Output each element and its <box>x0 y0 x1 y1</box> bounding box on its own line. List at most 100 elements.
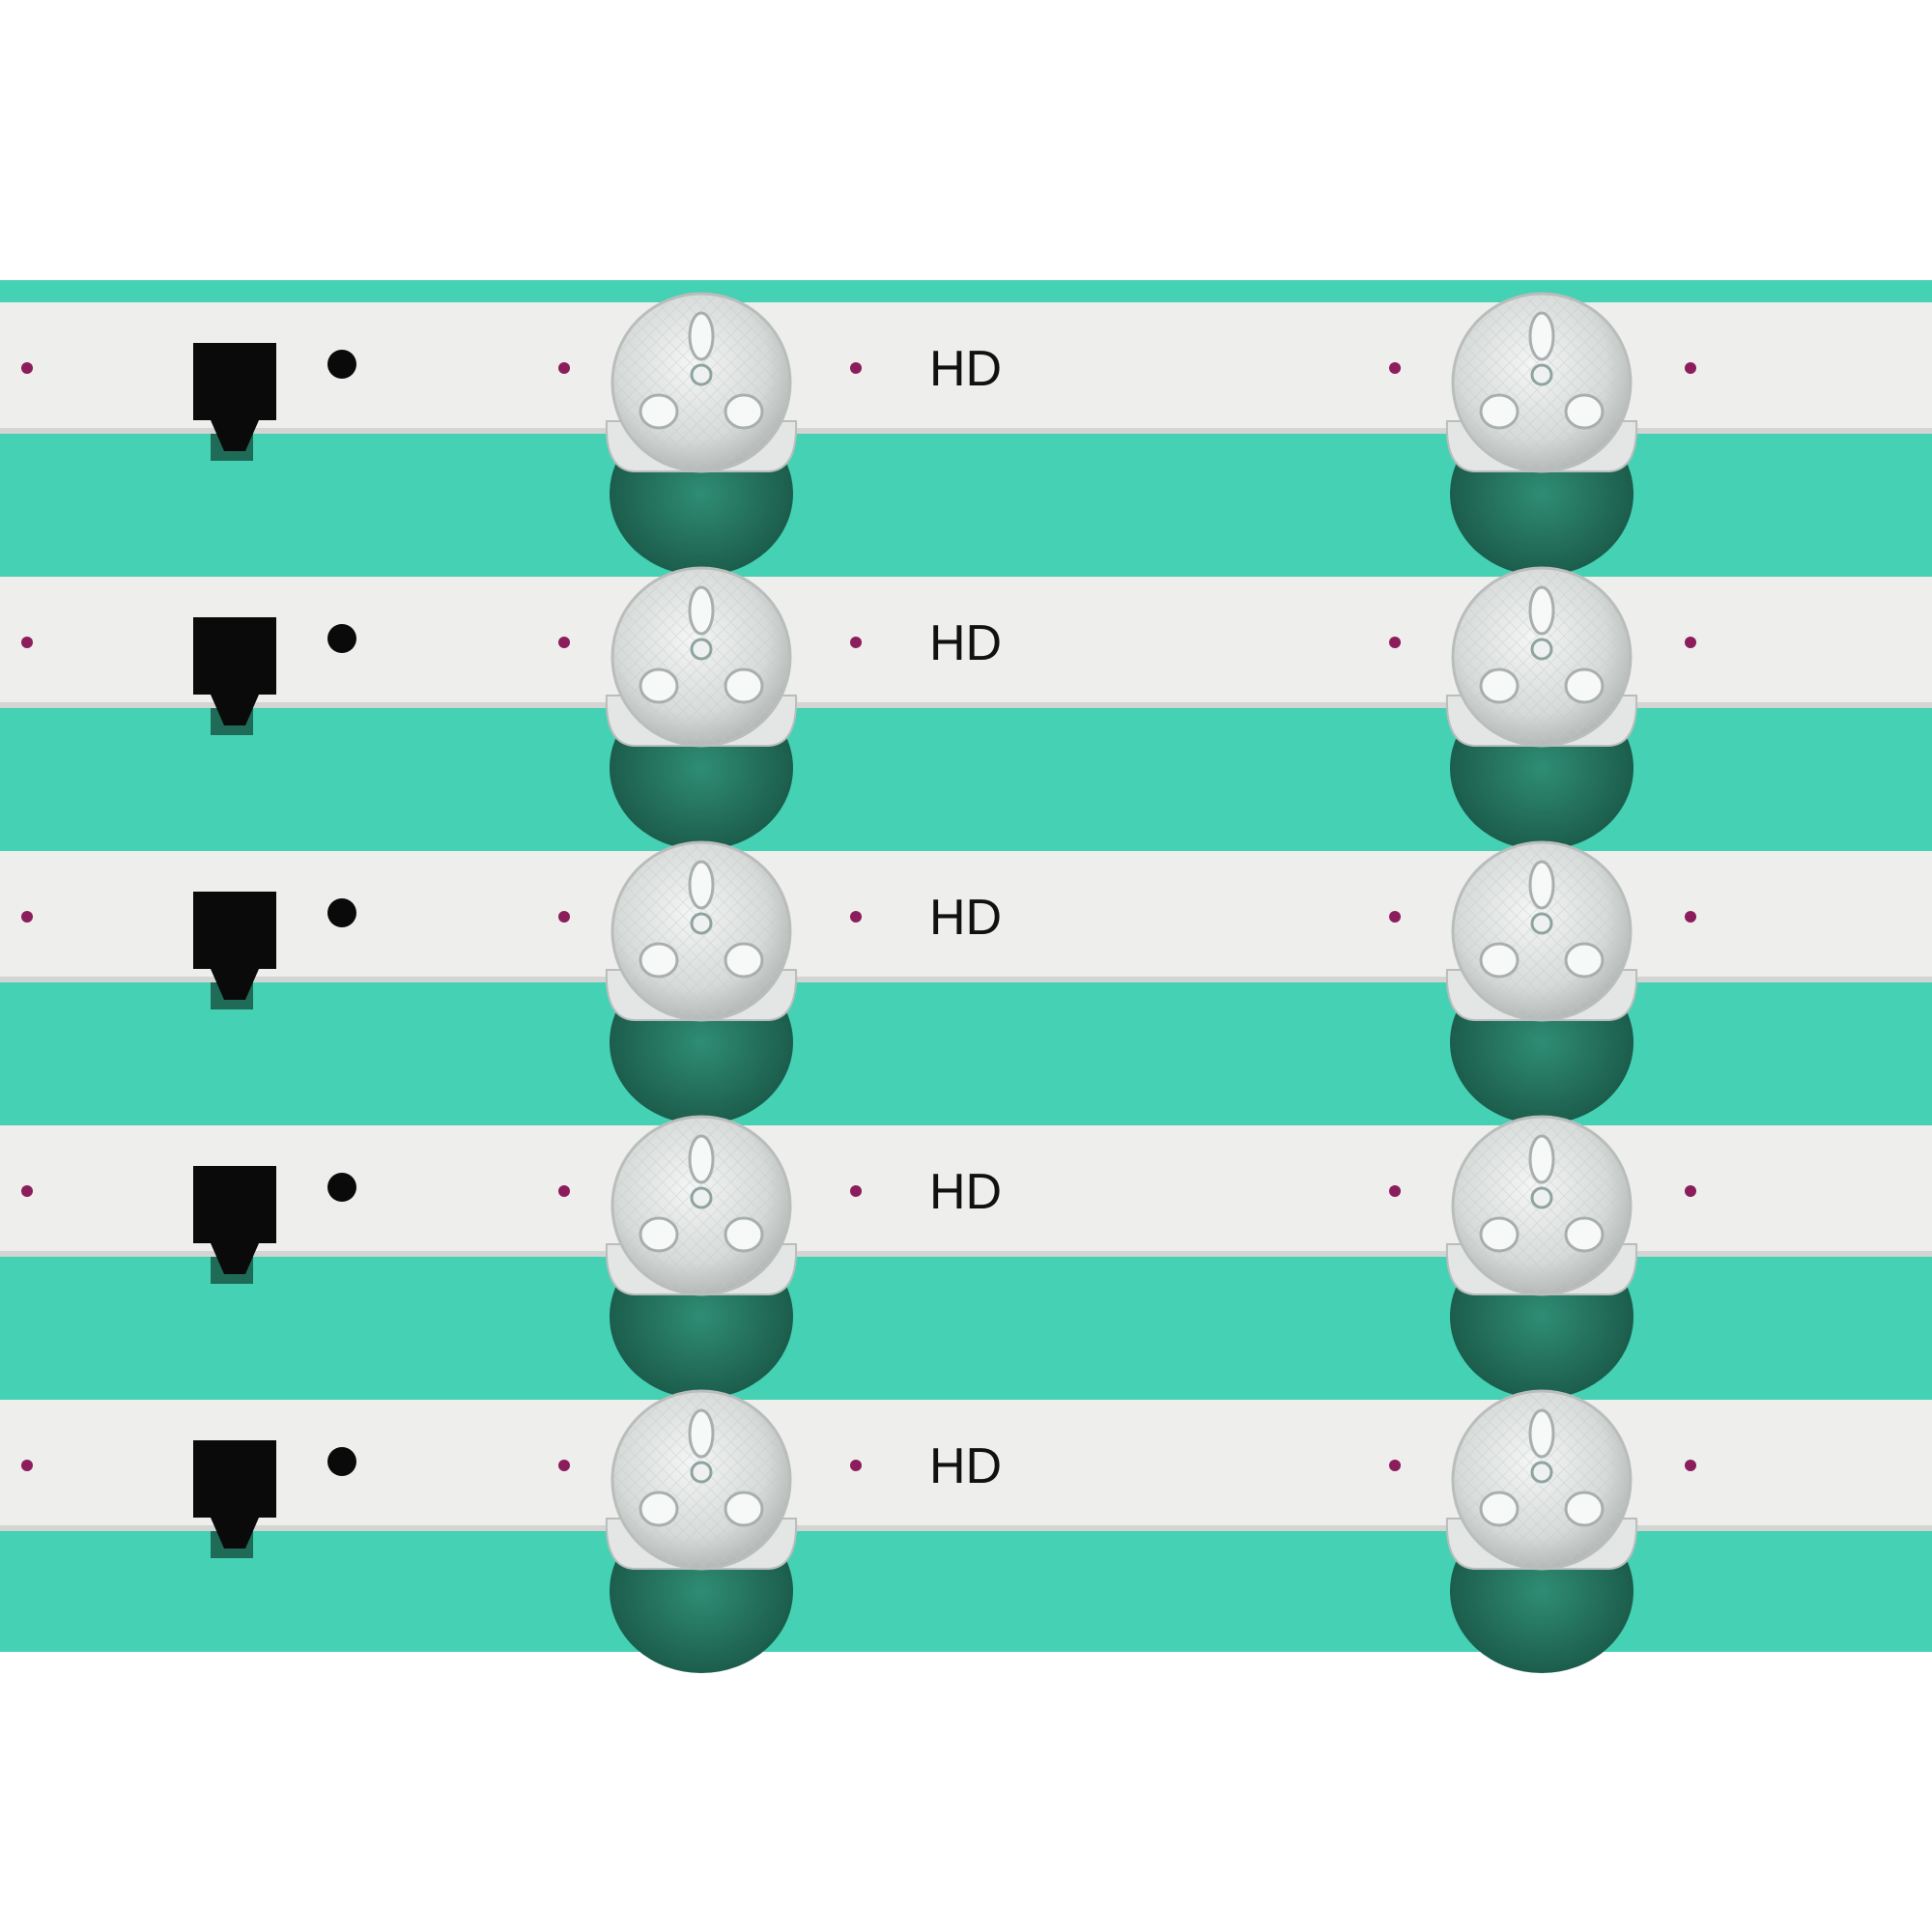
strip-label: HD <box>929 1164 1002 1220</box>
indicator-dot-icon <box>1389 637 1401 648</box>
mounting-hole-icon <box>327 350 356 379</box>
indicator-dot-icon <box>21 637 33 648</box>
lens-lobe <box>1528 860 1555 910</box>
indicator-dot-icon <box>21 1460 33 1471</box>
indicator-dot-icon <box>558 637 570 648</box>
connector-icon <box>193 1166 276 1274</box>
lens-center <box>690 1461 713 1484</box>
lens-lobe <box>688 311 715 361</box>
mounting-hole-icon <box>327 1447 356 1476</box>
mounting-hole-icon <box>327 1173 356 1202</box>
indicator-dot-icon <box>1685 911 1696 923</box>
lens-center <box>690 638 713 661</box>
led-lens-icon <box>1445 1389 1638 1571</box>
indicator-dot-icon <box>1389 362 1401 374</box>
lens-lobe <box>1479 942 1520 979</box>
lens-lobe <box>1528 311 1555 361</box>
lens-lobe <box>639 668 679 704</box>
connector-icon <box>193 343 276 451</box>
lens-lobe <box>1564 942 1605 979</box>
lens-center <box>1530 912 1553 935</box>
mounting-hole-icon <box>327 624 356 653</box>
strip-label: HD <box>929 890 1002 946</box>
indicator-dot-icon <box>1685 362 1696 374</box>
led-strip: HD <box>0 566 1932 850</box>
indicator-dot-icon <box>558 1185 570 1197</box>
indicator-dot-icon <box>1389 1185 1401 1197</box>
indicator-dot-icon <box>850 362 862 374</box>
indicator-dot-icon <box>850 637 862 648</box>
lens-lobe <box>1564 1216 1605 1253</box>
lens-lobe <box>724 942 764 979</box>
led-strip: HD <box>0 1115 1932 1399</box>
lens-center <box>690 363 713 386</box>
indicator-dot-icon <box>850 1460 862 1471</box>
led-strip: HD <box>0 840 1932 1124</box>
led-lens-icon <box>1445 840 1638 1022</box>
indicator-dot-icon <box>1389 911 1401 923</box>
lens-lobe <box>688 585 715 636</box>
lens-lobe <box>688 860 715 910</box>
led-lens-icon <box>605 840 798 1022</box>
lens-lobe <box>1479 1216 1520 1253</box>
lens-lobe <box>688 1134 715 1184</box>
lens-lobe <box>724 393 764 430</box>
indicator-dot-icon <box>1685 1185 1696 1197</box>
indicator-dot-icon <box>558 911 570 923</box>
led-strip: HD <box>0 1389 1932 1673</box>
led-lens-icon <box>1445 1115 1638 1296</box>
connector-icon <box>193 892 276 1000</box>
lens-lobe <box>724 1216 764 1253</box>
lens-center <box>690 912 713 935</box>
strip-label: HD <box>929 341 1002 397</box>
led-lens-icon <box>605 566 798 748</box>
lens-lobe <box>639 942 679 979</box>
led-lens-icon <box>605 1389 798 1571</box>
lens-lobe <box>639 1216 679 1253</box>
strip-edge <box>0 702 1932 708</box>
lens-lobe <box>1564 668 1605 704</box>
lens-center <box>1530 1461 1553 1484</box>
lens-lobe <box>1564 393 1605 430</box>
led-lens-icon <box>1445 566 1638 748</box>
lens-lobe <box>724 1491 764 1527</box>
lens-center <box>1530 363 1553 386</box>
led-strip: HD <box>0 292 1932 576</box>
indicator-dot-icon <box>1389 1460 1401 1471</box>
mounting-hole-icon <box>327 898 356 927</box>
lens-lobe <box>1528 1408 1555 1459</box>
indicator-dot-icon <box>558 362 570 374</box>
connector-icon <box>193 617 276 725</box>
lens-center <box>1530 638 1553 661</box>
strip-edge <box>0 1251 1932 1257</box>
indicator-dot-icon <box>558 1460 570 1471</box>
led-lens-icon <box>1445 292 1638 473</box>
lens-center <box>690 1186 713 1209</box>
indicator-dot-icon <box>850 911 862 923</box>
lens-center <box>1530 1186 1553 1209</box>
connector-icon <box>193 1440 276 1548</box>
lens-lobe <box>639 393 679 430</box>
lens-lobe <box>1479 1491 1520 1527</box>
indicator-dot-icon <box>1685 637 1696 648</box>
strip-edge <box>0 977 1932 982</box>
lens-lobe <box>1528 585 1555 636</box>
lens-lobe <box>1564 1491 1605 1527</box>
indicator-dot-icon <box>850 1185 862 1197</box>
indicator-dot-icon <box>21 911 33 923</box>
lens-lobe <box>688 1408 715 1459</box>
strip-edge <box>0 428 1932 434</box>
led-lens-icon <box>605 292 798 473</box>
lens-lobe <box>1479 668 1520 704</box>
lens-lobe <box>724 668 764 704</box>
lens-lobe <box>1528 1134 1555 1184</box>
strip-label: HD <box>929 1438 1002 1494</box>
indicator-dot-icon <box>1685 1460 1696 1471</box>
indicator-dot-icon <box>21 362 33 374</box>
strip-label: HD <box>929 615 1002 671</box>
lens-lobe <box>639 1491 679 1527</box>
strip-edge <box>0 1525 1932 1531</box>
led-lens-icon <box>605 1115 798 1296</box>
lens-lobe <box>1479 393 1520 430</box>
